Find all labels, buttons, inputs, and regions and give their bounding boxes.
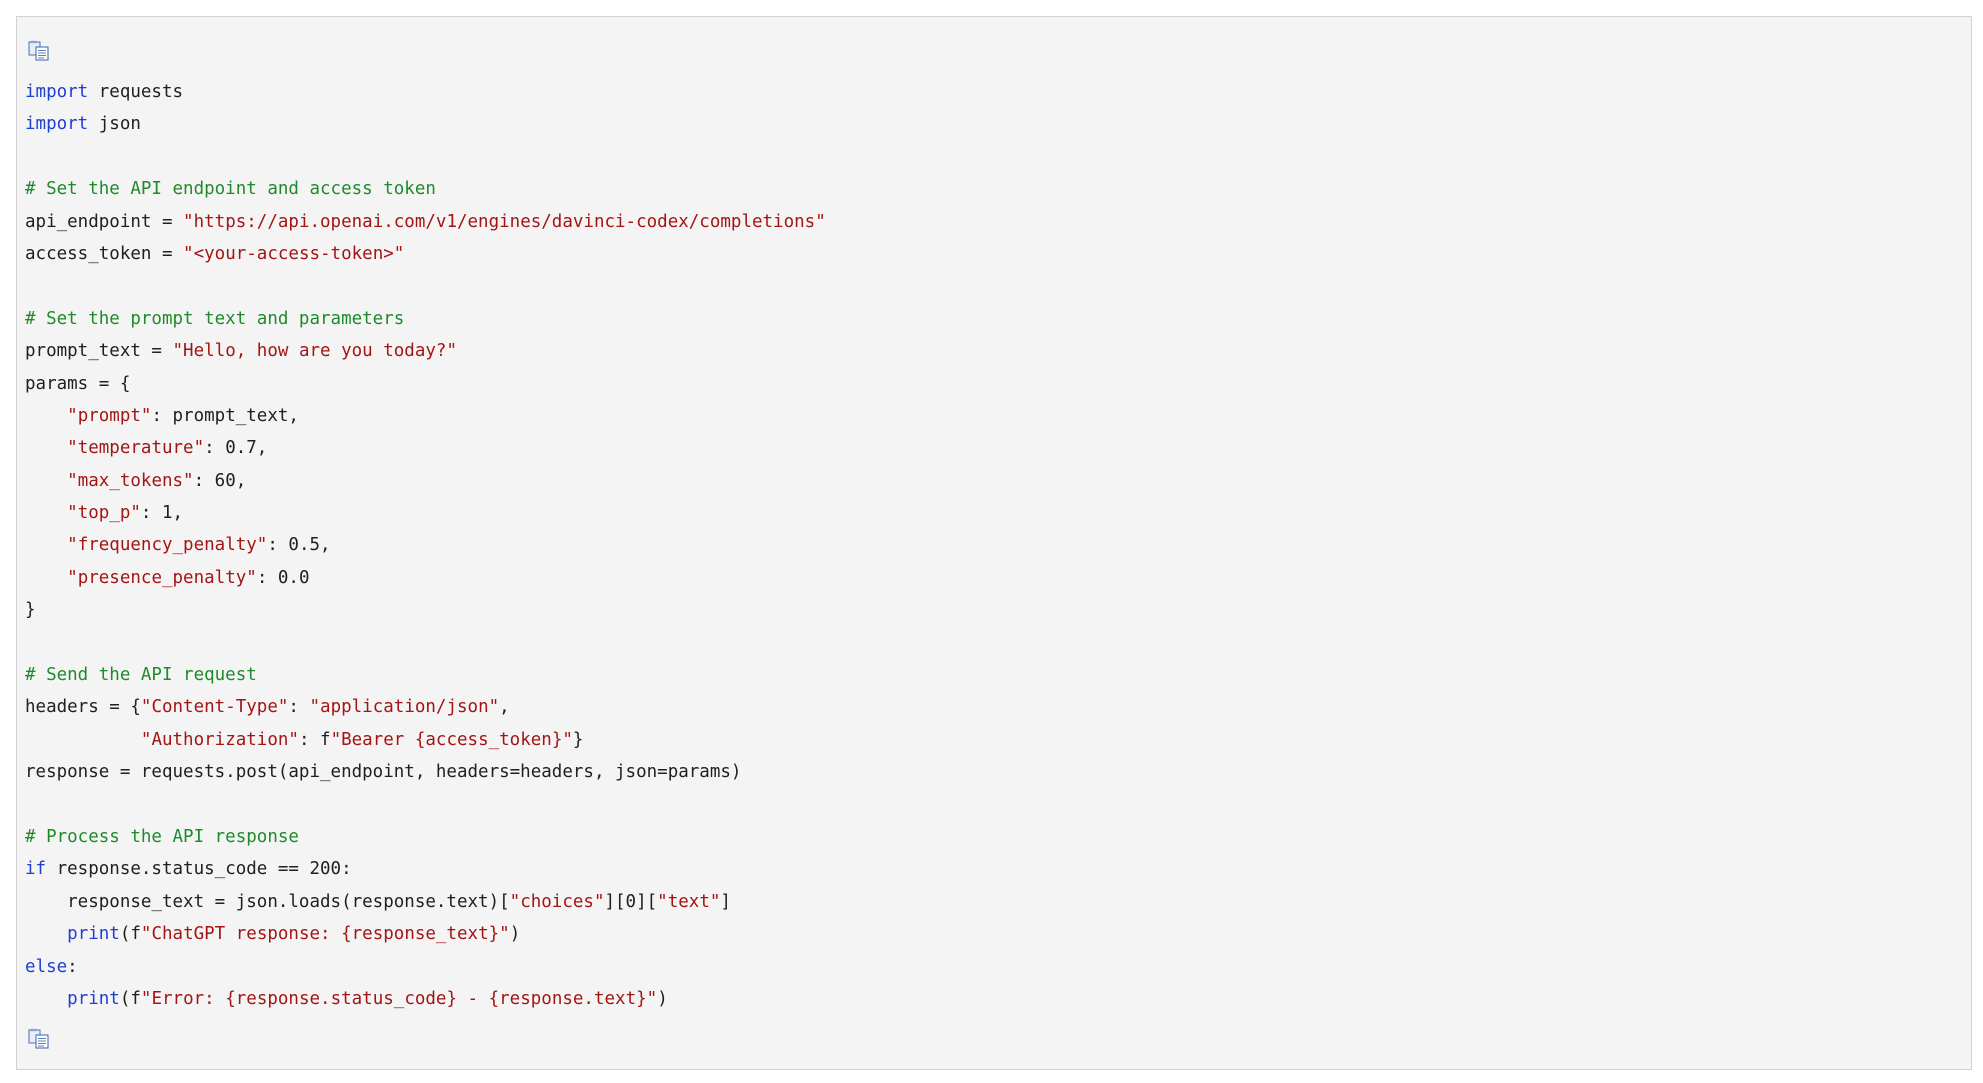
code-token	[25, 471, 67, 491]
code-token	[25, 989, 67, 1009]
code-token: "presence_penalty"	[67, 567, 257, 588]
code-line: "prompt": prompt_text,	[25, 400, 826, 432]
code-token: (f	[119, 988, 141, 1009]
copy-code-icon[interactable]	[27, 40, 51, 62]
code-token	[25, 535, 67, 555]
code-line: "frequency_penalty": 0.5,	[25, 529, 826, 561]
code-token: }	[572, 729, 584, 750]
code-line: "top_p": 1,	[25, 497, 826, 529]
code-line: access_token = "<your-access-token>"	[25, 238, 826, 270]
code-token: requests	[88, 82, 184, 102]
code-line: print(f"Error: {response.status_code} - …	[25, 983, 826, 1015]
code-line	[25, 789, 826, 821]
code-token: )	[509, 924, 521, 945]
code-line: import requests	[25, 76, 826, 108]
code-line: # Process the API response	[25, 821, 826, 853]
code-token: "frequency_penalty"	[67, 535, 268, 556]
code-token: :	[288, 697, 310, 718]
code-token: # Send the API request	[25, 665, 257, 686]
code-token: prompt_text =	[25, 341, 173, 362]
code-token: "max_tokens"	[67, 470, 194, 491]
code-token: params = {	[25, 373, 131, 394]
code-token: import	[25, 82, 89, 102]
code-token: print	[67, 988, 120, 1009]
code-token: headers = {	[25, 697, 141, 718]
code-token: "Authorization"	[140, 729, 299, 750]
copy-code-icon[interactable]	[27, 1028, 51, 1050]
code-line: if response.status_code == 200:	[25, 853, 826, 885]
code-token: "application/json"	[309, 697, 500, 718]
copy-clipboard-icon	[28, 1028, 49, 1049]
code-line: prompt_text = "Hello, how are you today?…	[25, 335, 826, 367]
code-token: : f	[298, 729, 331, 750]
code-line: # Send the API request	[25, 659, 826, 691]
code-token: # Set the prompt text and parameters	[25, 308, 405, 329]
code-token: )	[657, 988, 668, 1009]
code-token: # Process the API response	[25, 826, 299, 847]
code-token: : 0.7,	[204, 438, 268, 459]
code-token: : 1,	[140, 503, 184, 524]
code-token: "choices"	[509, 891, 605, 912]
code-line: import json	[25, 108, 826, 140]
code-line: params = {	[25, 368, 826, 400]
code-token: import	[25, 114, 89, 135]
code-token: access_token =	[25, 243, 184, 264]
code-line: "max_tokens": 60,	[25, 465, 826, 497]
code-token: # Set the API endpoint and access token	[25, 179, 436, 200]
code-line: # Set the API endpoint and access token	[25, 173, 826, 205]
code-token: "Error: {response.status_code} - {respon…	[140, 988, 658, 1009]
code-token: "<your-access-token>"	[183, 243, 405, 264]
code-line: headers = {"Content-Type": "application/…	[25, 691, 826, 723]
code-line: "presence_penalty": 0.0	[25, 562, 826, 594]
code-token: response_text = json.loads(response.text…	[25, 891, 510, 912]
code-token: ]	[720, 891, 731, 912]
code-token: "top_p"	[67, 503, 141, 524]
code-token: else	[25, 956, 68, 977]
code-line: print(f"ChatGPT response: {response_text…	[25, 918, 826, 950]
code-line: # Set the prompt text and parameters	[25, 303, 826, 335]
code-token	[25, 924, 67, 944]
code-token: : 0.5,	[267, 535, 331, 556]
code-token: response.status_code == 200:	[46, 859, 352, 880]
code-token: print	[67, 924, 120, 945]
code-token: api_endpoint =	[25, 211, 184, 232]
code-token: }	[25, 600, 36, 621]
code-line: response_text = json.loads(response.text…	[25, 886, 826, 918]
code-line	[25, 270, 826, 302]
code-token	[25, 406, 67, 426]
code-token: "temperature"	[67, 438, 205, 459]
code-line: "temperature": 0.7,	[25, 432, 826, 464]
code-token: json	[88, 114, 141, 135]
code-token	[25, 730, 141, 750]
code-token: "prompt"	[67, 405, 152, 426]
code-token: "https://api.openai.com/v1/engines/davin…	[183, 211, 826, 232]
code-token	[25, 503, 67, 523]
code-line: response = requests.post(api_endpoint, h…	[25, 756, 826, 788]
code-token: if	[25, 859, 47, 880]
code-token: : 60,	[193, 470, 247, 491]
code-line: "Authorization": f"Bearer {access_token}…	[25, 724, 826, 756]
code-token: : 0.0	[256, 567, 310, 588]
code-line: api_endpoint = "https://api.openai.com/v…	[25, 206, 826, 238]
code-line: }	[25, 594, 826, 626]
code-line: else:	[25, 951, 826, 983]
code-line	[25, 141, 826, 173]
code-token: (f	[119, 924, 141, 945]
code-token: "Content-Type"	[140, 697, 289, 718]
code-token: : prompt_text,	[151, 405, 299, 426]
code-token: ,	[499, 697, 510, 718]
code-token	[25, 438, 67, 458]
code-token: "ChatGPT response: {response_text}"	[140, 924, 510, 945]
code-token: "Hello, how are you today?"	[172, 341, 457, 362]
code-line	[25, 627, 826, 659]
code-token: "text"	[657, 891, 721, 912]
code-token	[25, 568, 67, 588]
copy-clipboard-icon	[28, 40, 49, 61]
code-token: :	[67, 956, 78, 977]
code-token: response = requests.post(api_endpoint, h…	[25, 762, 742, 783]
code-token: "Bearer {access_token}"	[330, 729, 573, 750]
code-token: ][0][	[604, 891, 658, 912]
